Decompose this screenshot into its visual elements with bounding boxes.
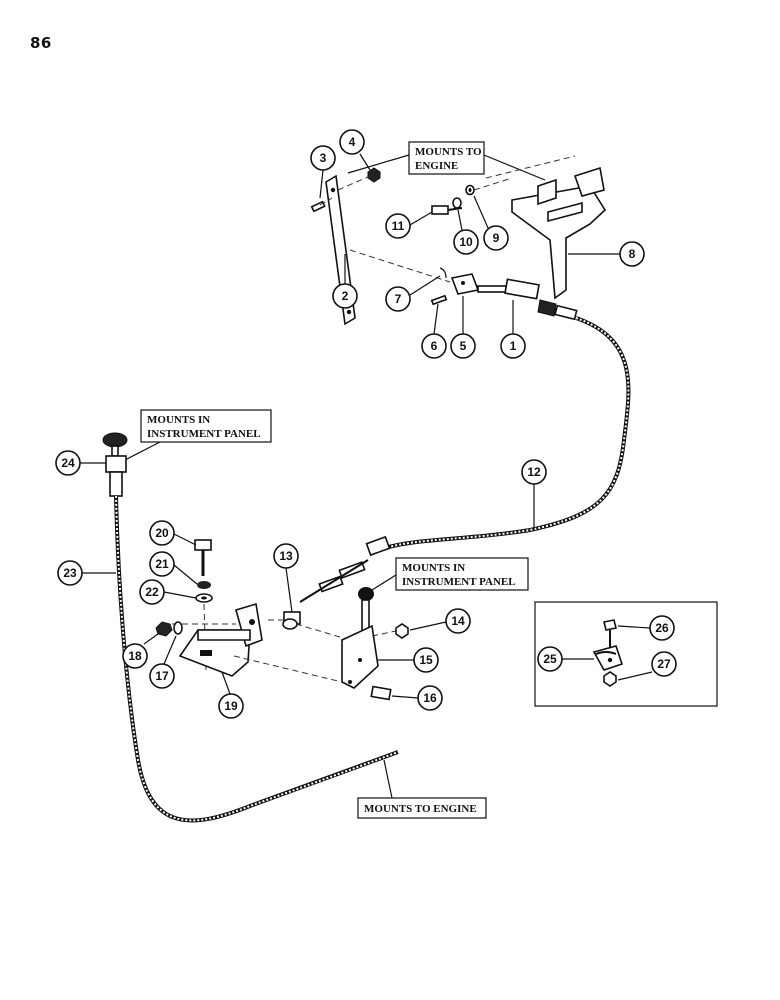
nut-9 (465, 184, 475, 196)
washer-10 (452, 197, 462, 209)
engine-bracket (485, 155, 607, 300)
washer-17 (173, 621, 183, 635)
part-number-27: 27 (657, 657, 671, 671)
cable-end-fitting (299, 535, 391, 603)
page-number: 86 (30, 34, 52, 52)
push-pull-knob-24 (102, 432, 128, 497)
nut-4 (367, 167, 381, 183)
part-number-26: 26 (655, 621, 669, 635)
part-number-16: 16 (423, 691, 437, 705)
part-number-25: 25 (543, 652, 557, 666)
part-number-1: 1 (510, 339, 517, 353)
lock-washer-21 (197, 581, 211, 589)
callout-line-1: MOUNTS IN (147, 414, 210, 426)
throttle-cable-12 (384, 316, 631, 550)
bolt-26 (603, 619, 617, 648)
part-number-6: 6 (431, 339, 438, 353)
callout-mounts-to-engine-bottom: MOUNTS TO ENGINE (357, 759, 487, 819)
part-number-14: 14 (451, 614, 465, 628)
bolt-3 (310, 197, 333, 213)
part-number-23: 23 (63, 566, 77, 580)
part-number-21: 21 (155, 557, 169, 571)
callout-mounts-to-engine-top: MOUNTS TO ENGINE (347, 141, 546, 181)
callout-line-1: MOUNTS IN (402, 562, 465, 574)
cable-clamp-25 (592, 645, 624, 671)
washer-22 (195, 593, 213, 603)
nut-27 (603, 671, 617, 687)
clevis-5 (450, 273, 480, 295)
callout-line: MOUNTS TO ENGINE (364, 803, 477, 815)
part-number-19: 19 (224, 699, 238, 713)
part-number-20: 20 (155, 526, 169, 540)
callout-mounts-in-panel-center: MOUNTS IN INSTRUMENT PANEL (371, 557, 529, 591)
part-number-8: 8 (629, 247, 636, 261)
part-number-12: 12 (527, 465, 541, 479)
part-number-2: 2 (342, 289, 349, 303)
callout-line-2: INSTRUMENT PANEL (402, 576, 516, 588)
bolt-11 (431, 205, 463, 215)
callout-line-2: INSTRUMENT PANEL (147, 428, 261, 440)
callout-line-1: MOUNTS TO (415, 146, 482, 158)
bolt-20 (194, 539, 212, 576)
nut-18 (155, 621, 173, 637)
part-number-7: 7 (395, 292, 402, 306)
part-number-13: 13 (279, 549, 293, 563)
cotter-pin-7 (439, 267, 447, 279)
swivel-13 (282, 611, 301, 630)
inset-box (534, 601, 718, 707)
callout-line-2: ENGINE (415, 160, 458, 172)
push-pull-cable-23 (114, 495, 399, 823)
part-number-17: 17 (155, 669, 169, 683)
bolt-16 (370, 685, 392, 701)
part-number-18: 18 (128, 649, 142, 663)
part-number-5: 5 (460, 339, 467, 353)
part-number-22: 22 (145, 585, 159, 599)
part-number-10: 10 (459, 235, 473, 249)
part-number-9: 9 (493, 231, 500, 245)
mounting-bracket-19 (178, 602, 263, 677)
part-number-24: 24 (61, 456, 75, 470)
cable-connector-1 (477, 278, 578, 321)
part-number-11: 11 (392, 219, 405, 233)
part-number-4: 4 (349, 135, 356, 149)
nut-14 (395, 623, 409, 639)
clevis-pin-6 (430, 294, 448, 306)
part-number-15: 15 (419, 653, 433, 667)
part-number-3: 3 (320, 151, 327, 165)
part-callouts: 1 2 3 4 5 6 7 8 9 10 (55, 129, 677, 719)
control-lever-15 (341, 587, 379, 689)
callout-mounts-in-panel-left: MOUNTS IN INSTRUMENT PANEL (124, 409, 272, 461)
